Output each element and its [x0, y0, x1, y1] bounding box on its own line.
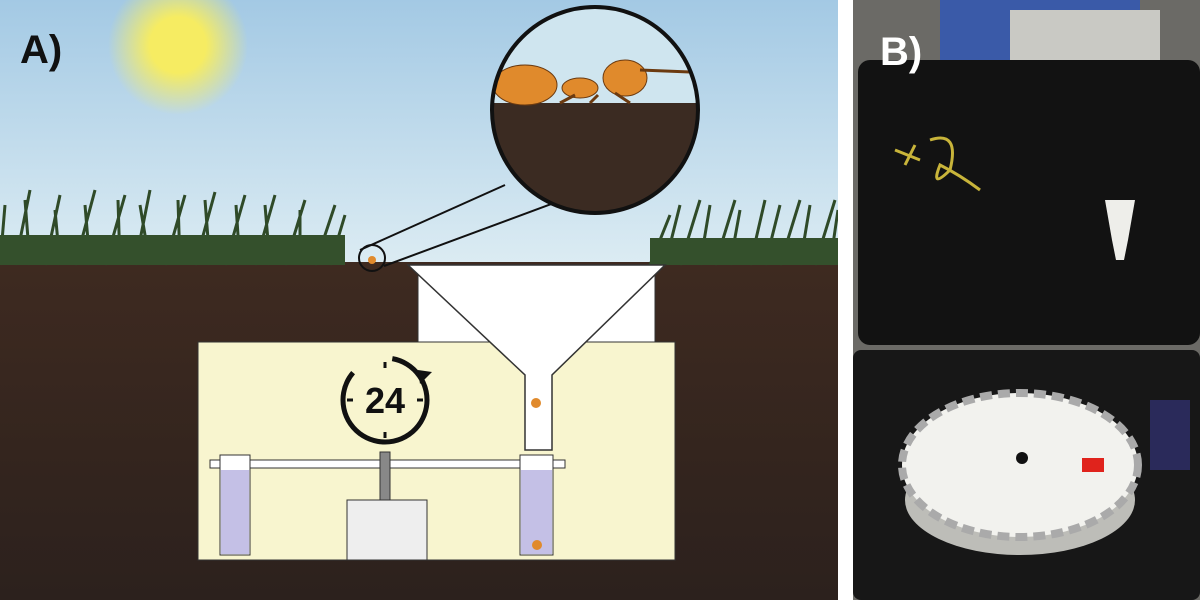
trap-box	[197, 341, 676, 561]
grass-left	[0, 189, 347, 266]
motor-block	[346, 499, 428, 561]
panel-a-diagram	[0, 0, 838, 600]
ant-icon	[492, 59, 691, 106]
electronics	[1150, 400, 1190, 470]
zoom-source-circle	[358, 244, 386, 272]
red-tag	[1082, 458, 1104, 472]
turntable	[898, 389, 1142, 541]
panel-a-label: A)	[20, 28, 63, 72]
lid-funnel	[1105, 200, 1135, 260]
ant-in-funnel	[531, 398, 541, 408]
grass-right	[648, 199, 838, 266]
zoom-line	[359, 184, 506, 251]
lid-marking-2	[894, 136, 981, 192]
panel-b-label: B)	[880, 30, 923, 74]
funnel	[406, 264, 667, 451]
sun-icon	[108, 0, 248, 115]
turntable-hub	[1016, 452, 1028, 464]
ant-in-tube	[532, 540, 542, 550]
clock-24-icon	[340, 355, 432, 445]
case-lid	[858, 60, 1200, 345]
motor-shaft	[379, 451, 391, 503]
timer-label: 24	[365, 380, 405, 421]
panel-b-photo	[853, 0, 1200, 600]
